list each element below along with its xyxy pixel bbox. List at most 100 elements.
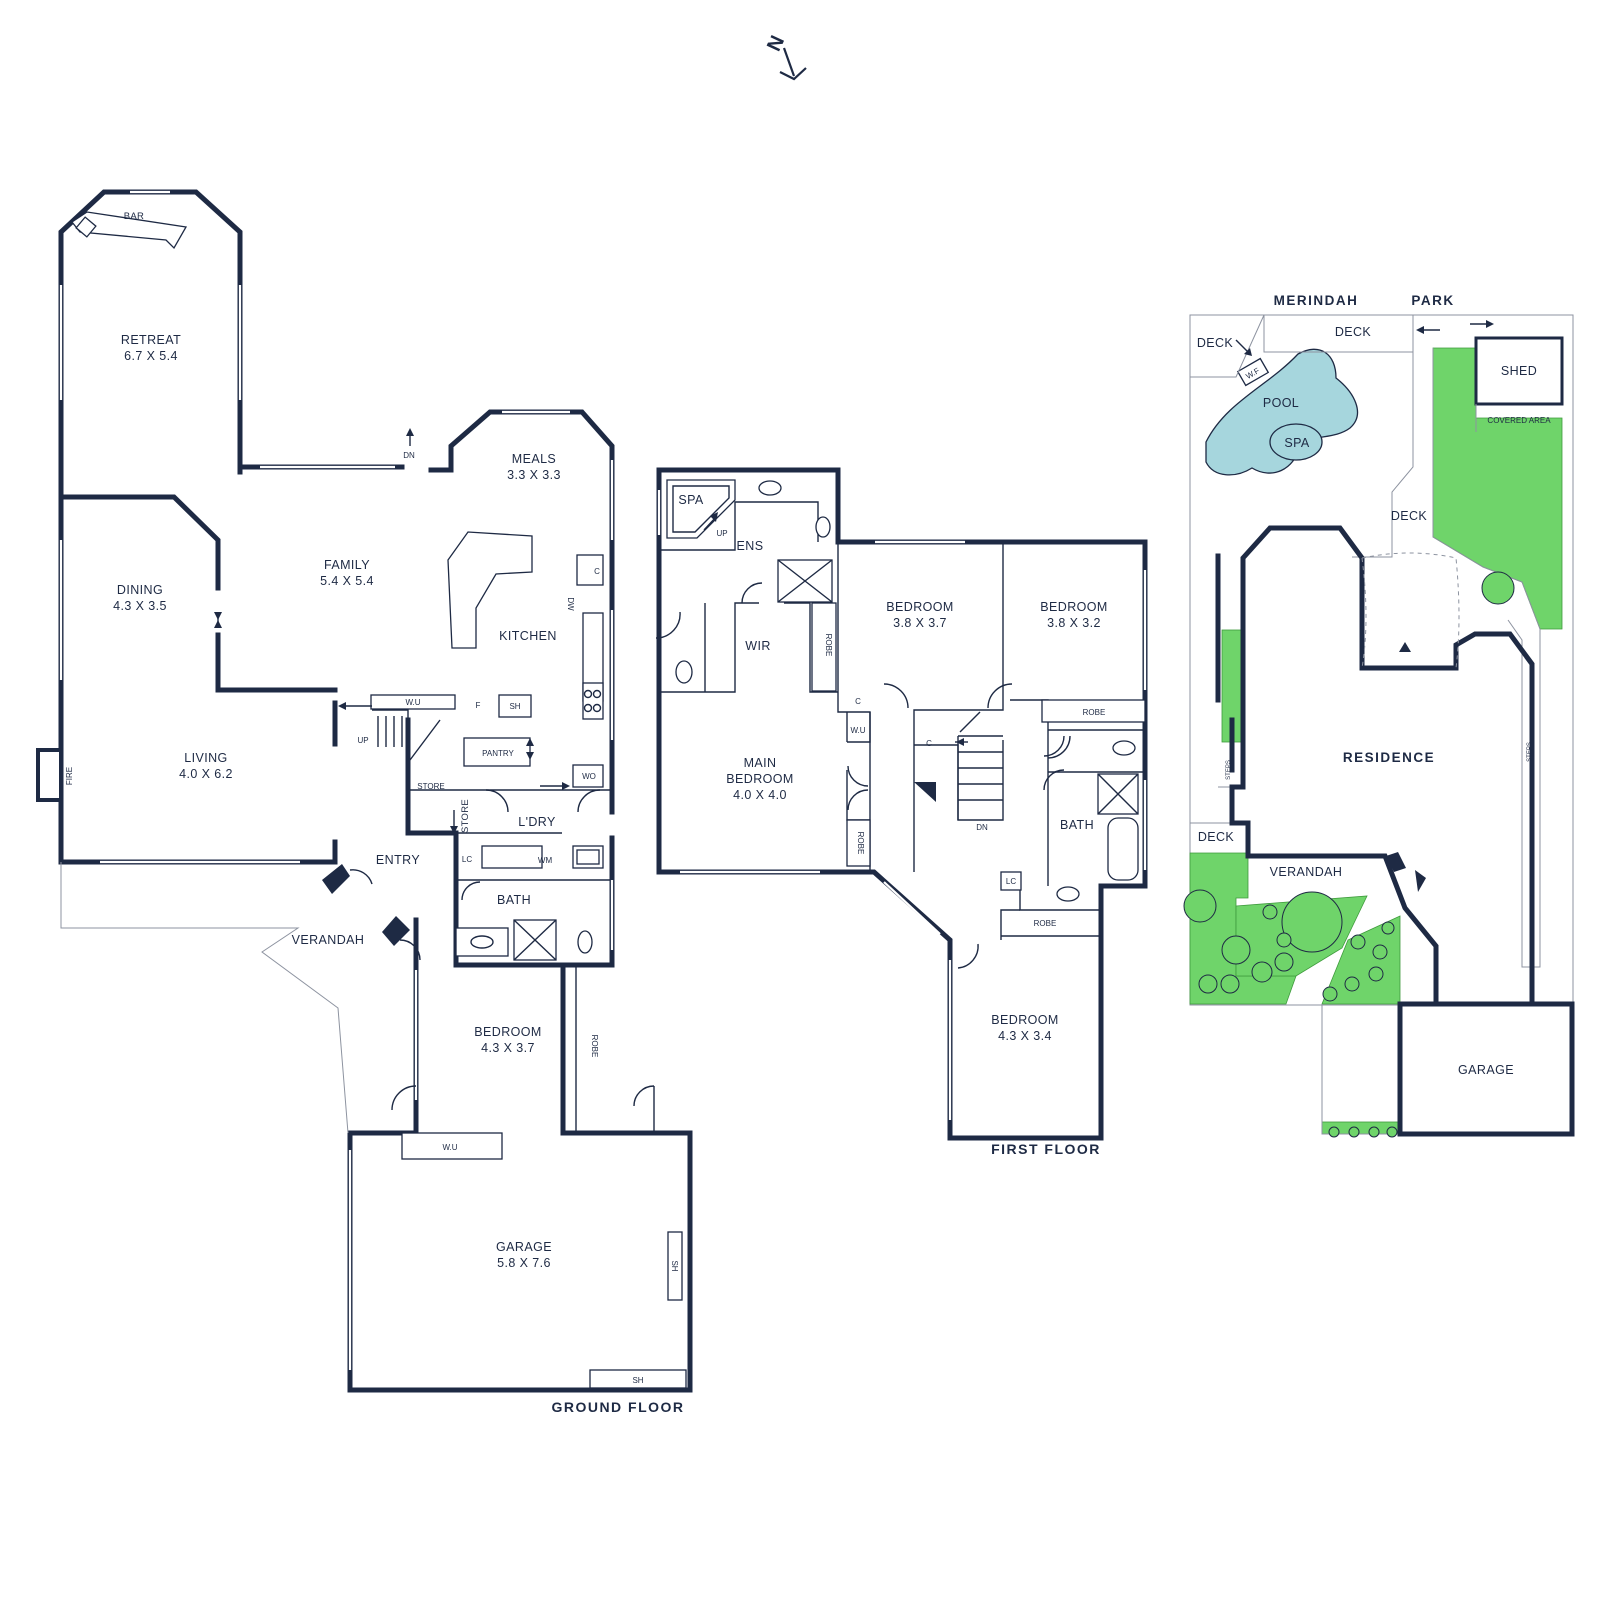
compass-arrow-icon xyxy=(779,47,807,81)
dw-label: DW xyxy=(566,597,575,611)
wir-label: WIR xyxy=(745,639,771,653)
kitchen-label: KITCHEN xyxy=(499,629,557,643)
ground-floor-title: GROUND FLOOR xyxy=(551,1399,684,1415)
first-floor-walls xyxy=(656,467,1148,1141)
living-label: LIVING xyxy=(184,751,227,765)
bedroom-label: BEDROOM xyxy=(474,1025,541,1039)
deck-label-a: DECK xyxy=(1197,336,1234,350)
deck-label-b: DECK xyxy=(1335,325,1372,339)
garage-label: GARAGE xyxy=(496,1240,552,1254)
bedroom-c-label: BEDROOM xyxy=(991,1013,1058,1027)
wo-label: WO xyxy=(582,772,596,781)
wu-label-first: W.U xyxy=(850,726,865,735)
wu-stair-label: W.U xyxy=(405,698,420,707)
street-name-2: PARK xyxy=(1411,293,1454,308)
ldry-label: L'DRY xyxy=(518,815,556,829)
bedroom-a-size: 3.8 X 3.7 xyxy=(893,616,947,630)
shed xyxy=(1474,336,1564,406)
main-bedroom-label-2: BEDROOM xyxy=(726,772,793,786)
spa-site-label: SPA xyxy=(1284,436,1310,450)
meals-label: MEALS xyxy=(512,452,556,466)
ground-floor-plan: BAR RETREAT 6.7 X 5.4 MEALS 3.3 X 3.3 FA… xyxy=(36,189,693,1415)
pool-label: POOL xyxy=(1263,396,1299,410)
dining-label: DINING xyxy=(117,583,163,597)
bath-label-first: BATH xyxy=(1060,818,1094,832)
bedroom-a-label: BEDROOM xyxy=(886,600,953,614)
robe-c-label: ROBE xyxy=(1034,919,1057,928)
retreat-label: RETREAT xyxy=(121,333,181,347)
dining-size: 4.3 X 3.5 xyxy=(113,599,167,613)
site-boundary xyxy=(1189,314,1574,1006)
fire-label: FIRE xyxy=(65,767,74,785)
residence-label: RESIDENCE xyxy=(1343,750,1435,765)
kitchen-island xyxy=(447,531,533,649)
first-floor-labels: SPA ENS WIR MAIN BEDROOM 4.0 X 4.0 BEDRO… xyxy=(678,493,1107,1157)
lc-label-first: LC xyxy=(1006,877,1016,886)
garage-site-label: GARAGE xyxy=(1458,1063,1514,1077)
robe-label: ROBE xyxy=(590,1035,599,1058)
up-label: UP xyxy=(357,736,368,745)
c1-label: C xyxy=(855,697,861,706)
dn-label-first: DN xyxy=(976,823,988,832)
ground-floor-fixtures xyxy=(71,211,687,1389)
wm-label: WM xyxy=(538,856,553,865)
lc-label: LC xyxy=(462,855,472,864)
robe-b-label: ROBE xyxy=(1083,708,1106,717)
wu-garage-label: W.U xyxy=(442,1143,457,1152)
site-garage xyxy=(1397,1001,1575,1137)
bar-label: BAR xyxy=(124,211,144,222)
first-floor-title: FIRST FLOOR xyxy=(991,1141,1101,1157)
steps-label-left: STEPS xyxy=(1226,760,1232,780)
steps-label-right: STEPS xyxy=(1527,742,1533,762)
c2-label: C xyxy=(926,739,932,748)
up-label-first: UP xyxy=(716,529,727,538)
dn-label: DN xyxy=(403,451,415,460)
entry-label: ENTRY xyxy=(376,853,420,867)
ground-stair xyxy=(372,709,441,761)
sh-right-label: SH xyxy=(670,1260,679,1271)
store-vertical-label: STORE xyxy=(460,799,471,833)
c-label: C xyxy=(594,567,600,576)
bar-counter xyxy=(71,211,188,250)
site-plan: MERINDAH PARK DECK DECK DECK DECK POOL S… xyxy=(1183,293,1575,1138)
first-stair xyxy=(914,711,1004,821)
ens-label: ENS xyxy=(737,539,764,553)
verandah-site-label: VERANDAH xyxy=(1270,865,1343,879)
north-compass: N xyxy=(763,31,807,81)
bedroom-b-label: BEDROOM xyxy=(1040,600,1107,614)
deck-label-d: DECK xyxy=(1198,830,1235,844)
bedroom-b-size: 3.8 X 3.2 xyxy=(1047,616,1101,630)
verandah-label: VERANDAH xyxy=(292,933,365,947)
shed-label: SHED xyxy=(1501,364,1537,378)
store-label: STORE xyxy=(417,782,444,791)
ground-floor-labels: BAR RETREAT 6.7 X 5.4 MEALS 3.3 X 3.3 FA… xyxy=(65,211,684,1415)
main-bedroom-size: 4.0 X 4.0 xyxy=(733,788,787,802)
first-floor-plan: SPA ENS WIR MAIN BEDROOM 4.0 X 4.0 BEDRO… xyxy=(655,467,1148,1157)
garage-size: 5.8 X 7.6 xyxy=(497,1256,551,1270)
family-label: FAMILY xyxy=(324,558,370,572)
deck-label-c: DECK xyxy=(1391,509,1428,523)
family-size: 5.4 X 5.4 xyxy=(320,574,374,588)
bedroom-c-size: 4.3 X 3.4 xyxy=(998,1029,1052,1043)
ground-floor-windows xyxy=(59,190,614,1370)
main-bedroom-label-1: MAIN xyxy=(744,756,777,770)
bedroom-size: 4.3 X 3.7 xyxy=(481,1041,535,1055)
sh-bottom-label: SH xyxy=(632,1376,643,1385)
spa-label: SPA xyxy=(678,493,704,507)
covered-area-label: COVERED AREA xyxy=(1487,416,1551,425)
robe-wir-label: ROBE xyxy=(824,634,833,657)
f-label: F xyxy=(476,701,481,710)
living-size: 4.0 X 6.2 xyxy=(179,767,233,781)
pantry-label: PANTRY xyxy=(482,749,514,758)
sh-top-label: SH xyxy=(509,702,520,711)
site-trees xyxy=(1183,571,1515,1138)
retreat-size: 6.7 X 5.4 xyxy=(124,349,178,363)
meals-size: 3.3 X 3.3 xyxy=(507,468,561,482)
pool-shape xyxy=(1205,348,1359,476)
bath-label: BATH xyxy=(497,893,531,907)
street-name-1: MERINDAH xyxy=(1274,293,1359,308)
first-floor-fixtures xyxy=(655,479,1146,969)
robe-main-label: ROBE xyxy=(856,832,865,855)
first-floor-windows xyxy=(657,490,1147,1120)
